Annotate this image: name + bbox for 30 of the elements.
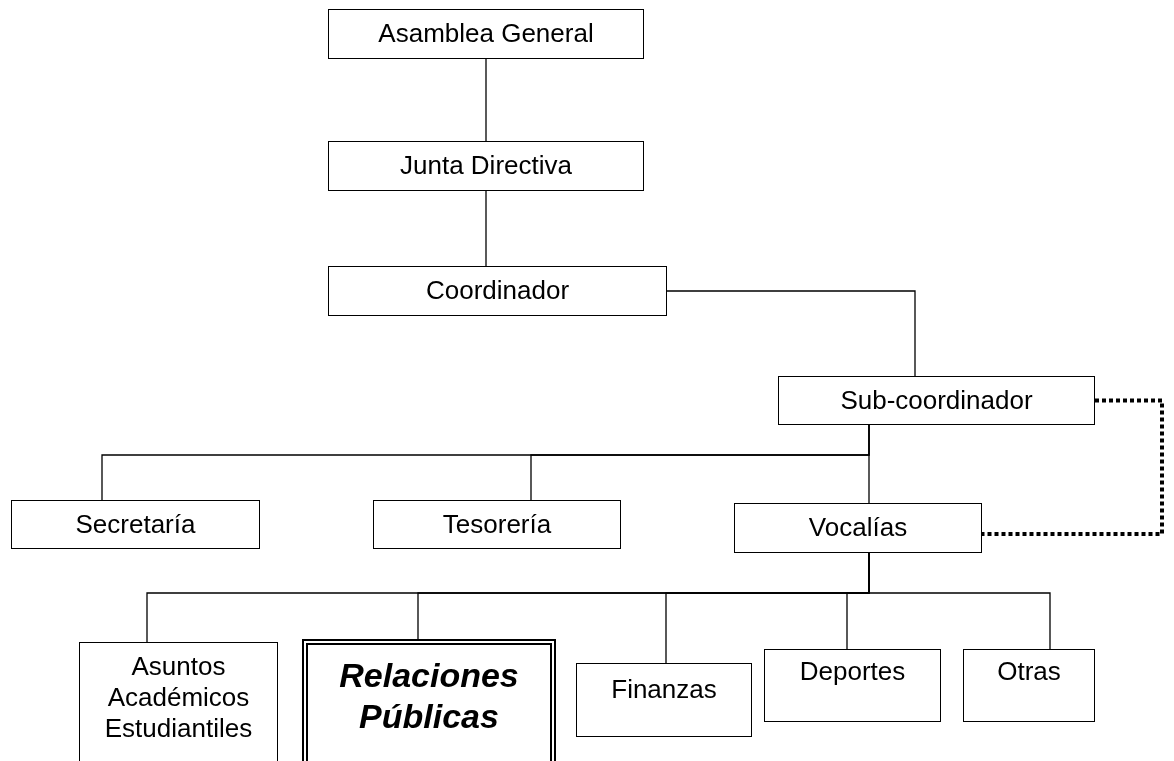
org-box bbox=[764, 649, 941, 722]
box-label: Asamblea General bbox=[378, 18, 594, 50]
org-box bbox=[734, 503, 982, 553]
box-label: Asuntos Académicos Estudiantiles bbox=[103, 651, 254, 745]
org-box bbox=[79, 642, 278, 761]
connector-line bbox=[485, 58, 487, 142]
org-box bbox=[328, 266, 667, 316]
org-box bbox=[373, 500, 621, 549]
connector-line bbox=[666, 290, 916, 377]
box-label: Coordinador bbox=[425, 275, 570, 307]
org-box bbox=[576, 663, 752, 737]
box-label: Tesorería bbox=[442, 508, 552, 541]
box-label: Sub-coordinador bbox=[840, 384, 1033, 417]
box-label: Otras bbox=[997, 656, 1061, 688]
box-label: Vocalías bbox=[808, 512, 908, 544]
org-box bbox=[328, 9, 644, 59]
org-box bbox=[778, 376, 1095, 425]
connector-line bbox=[868, 424, 870, 504]
box-label: Deportes bbox=[799, 656, 906, 688]
box-label: Finanzas bbox=[611, 674, 717, 706]
org-box bbox=[11, 500, 260, 549]
connector-line bbox=[485, 190, 487, 267]
box-label: Junta Directiva bbox=[400, 150, 572, 182]
connector-line bbox=[868, 552, 1051, 650]
dotted-connector bbox=[982, 398, 1164, 536]
box-label: Secretaría bbox=[75, 508, 196, 541]
org-box bbox=[963, 649, 1095, 722]
org-box bbox=[328, 141, 644, 191]
highlighted-box bbox=[302, 639, 556, 761]
box-label: Relaciones Públicas bbox=[338, 655, 520, 737]
